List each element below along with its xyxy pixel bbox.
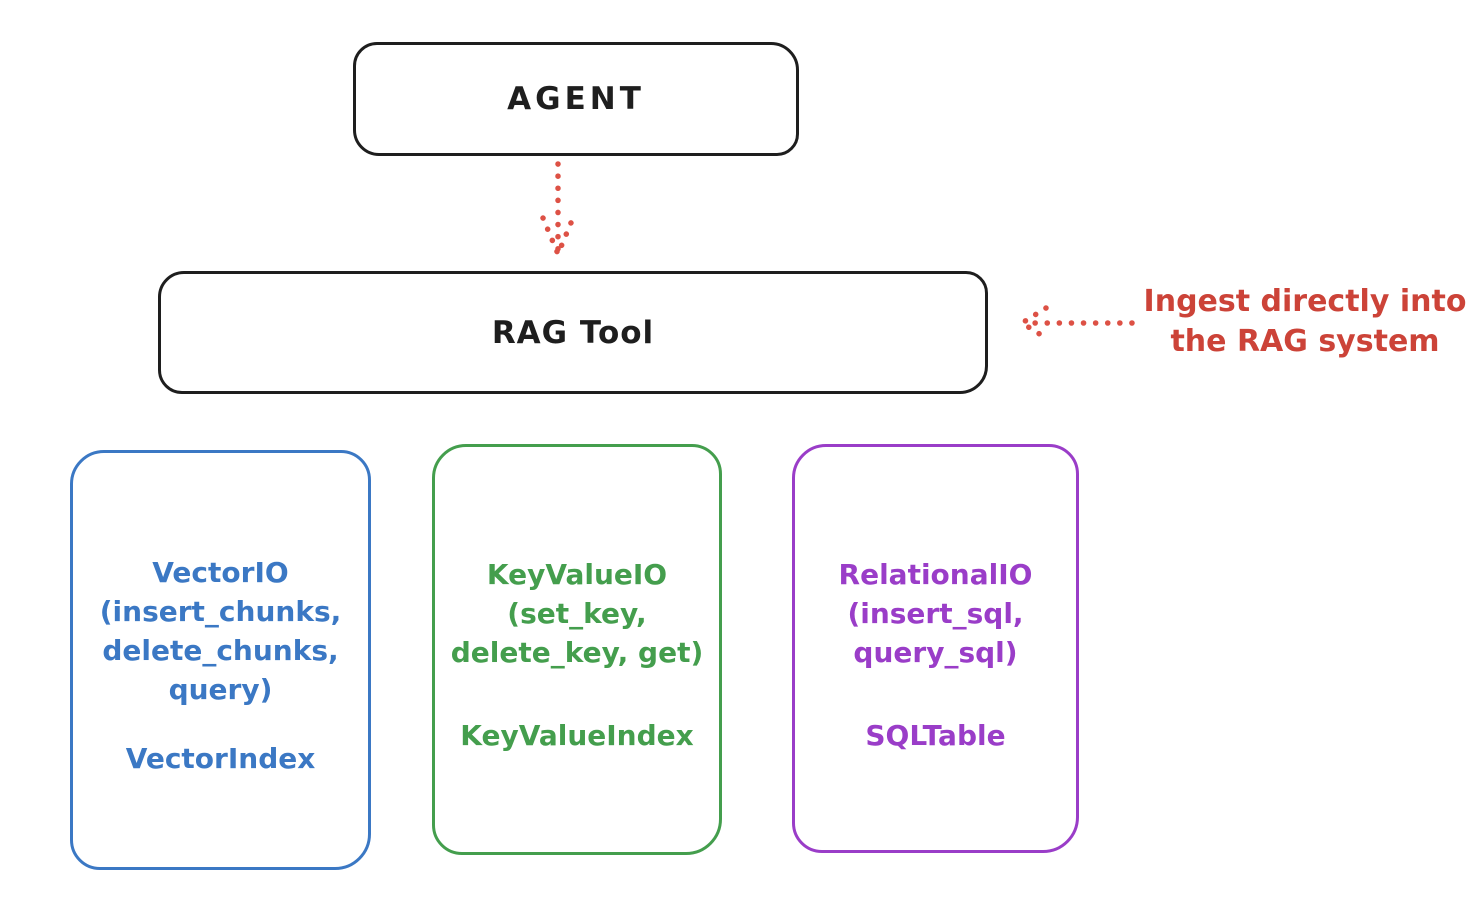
vector-io-title-line2: (insert_chunks,	[99, 595, 342, 628]
rag-tool-box: RAG Tool	[158, 271, 988, 394]
ingest-arrow-icon	[1019, 305, 1135, 341]
relational-io-title: RelationalIO (insert_sql, query_sql)	[795, 555, 1076, 672]
vector-io-title-line1: VectorIO	[152, 556, 289, 589]
agent-label: AGENT	[507, 81, 645, 117]
ingest-annotation-line2: the RAG system	[1170, 324, 1440, 359]
vector-io-title-line4: query)	[168, 673, 273, 706]
ingest-annotation: Ingest directly into the RAG system	[1130, 282, 1480, 362]
keyvalue-io-box: KeyValueIO (set_key, delete_key, get) Ke…	[432, 444, 722, 855]
ingest-annotation-line1: Ingest directly into	[1143, 284, 1467, 319]
relational-io-title-line2: (insert_sql,	[847, 597, 1024, 630]
vector-io-title: VectorIO (insert_chunks, delete_chunks, …	[73, 553, 368, 709]
keyvalue-io-title-line2: (set_key,	[507, 597, 647, 630]
agent-to-ragtool-arrow-icon	[540, 161, 576, 257]
sql-table-label: SQLTable	[865, 719, 1006, 752]
relational-io-box: RelationalIO (insert_sql, query_sql) SQL…	[792, 444, 1079, 853]
agent-box: AGENT	[353, 42, 799, 156]
keyvalue-io-title-line3: delete_key, get)	[450, 636, 704, 669]
keyvalue-io-title-line1: KeyValueIO	[486, 558, 668, 591]
keyvalue-index-label: KeyValueIndex	[460, 719, 694, 752]
vector-index-label: VectorIndex	[125, 742, 316, 775]
relational-io-title-line1: RelationalIO	[838, 558, 1033, 591]
rag-tool-label: RAG Tool	[491, 314, 655, 351]
relational-io-title-line3: query_sql)	[853, 636, 1018, 669]
keyvalue-io-title: KeyValueIO (set_key, delete_key, get)	[435, 555, 719, 672]
vector-io-box: VectorIO (insert_chunks, delete_chunks, …	[70, 450, 371, 870]
vector-io-title-line3: delete_chunks,	[102, 634, 339, 667]
